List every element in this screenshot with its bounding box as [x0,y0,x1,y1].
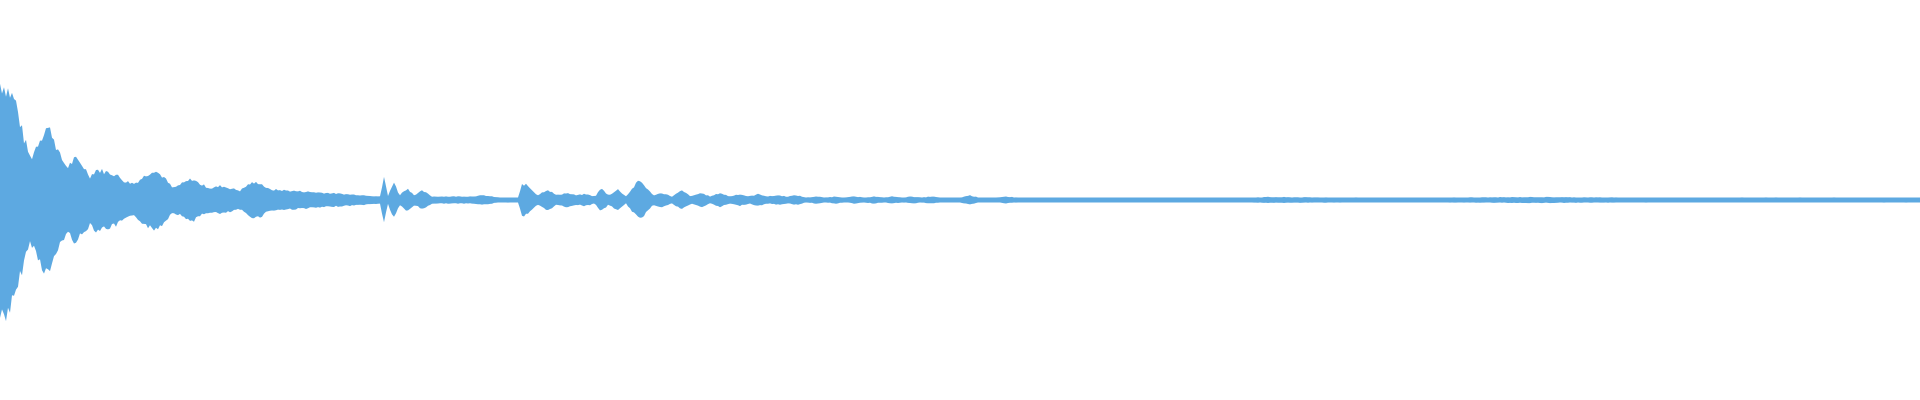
waveform-fill [0,83,1920,322]
